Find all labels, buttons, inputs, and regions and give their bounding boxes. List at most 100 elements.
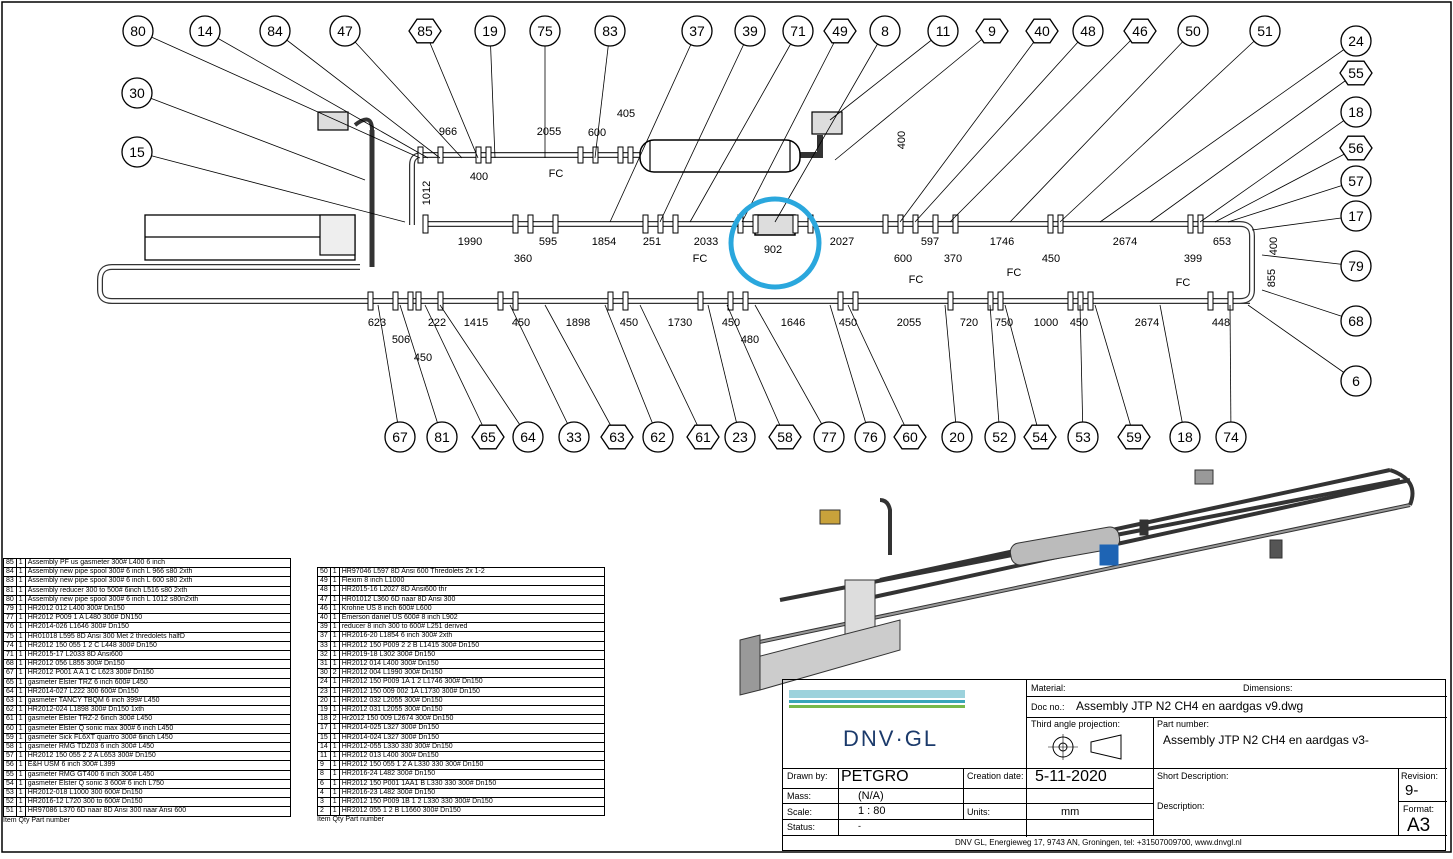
part-number: gasmeter RMG GT400 6 inch 300# L450: [24, 769, 291, 780]
balloon-76: 76: [854, 421, 886, 453]
item-no: 17: [317, 723, 331, 734]
item-no: 32: [317, 649, 331, 661]
part-number: gasmeter TANCY TBQM 6 inch 399# L450: [24, 696, 291, 707]
item-no: 85: [3, 557, 17, 569]
balloon-label: 81: [434, 429, 450, 445]
balloon-15: 15: [121, 136, 153, 168]
item-no: 67: [3, 668, 17, 679]
part-number: HR2015-17 L2033 8D Ansi600: [24, 650, 291, 661]
material-label: Material:: [1031, 683, 1066, 693]
leader-line: [399, 304, 443, 438]
balloon-label: 49: [832, 23, 848, 39]
flange: [792, 214, 799, 234]
part-number: HR2012 150 055 2 2 A L653 300# Dn150: [24, 751, 291, 762]
flange: [672, 214, 679, 234]
dimension-label: 623: [368, 317, 386, 329]
balloon-39: 39: [734, 15, 766, 47]
balloon-label: 71: [790, 23, 806, 39]
item-no: 3: [317, 797, 331, 808]
balloon-14: 14: [189, 15, 221, 47]
dimension-label: 450: [722, 317, 740, 329]
flange: [512, 214, 519, 234]
item-no: 47: [317, 594, 331, 605]
status-label: Status:: [787, 822, 816, 832]
leader-line: [1214, 147, 1357, 223]
flange: [912, 214, 919, 234]
part-number: HR2012 P009 1 A L480 300# DN150: [24, 613, 291, 624]
leader-line: [741, 30, 841, 223]
item-no: 65: [3, 677, 17, 688]
part-number: HR2012 013 L400 300# Dn150: [338, 751, 605, 762]
leader-line: [639, 304, 704, 438]
dimension-label: 1012: [421, 181, 433, 205]
leader-line: [899, 30, 1043, 223]
item-no: 61: [3, 714, 17, 725]
flange: [952, 214, 959, 234]
balloon-23: 23: [724, 421, 756, 453]
item-no: 79: [3, 604, 17, 615]
dimension-label: 480: [741, 334, 759, 346]
flange: [697, 291, 704, 311]
balloon-label: 46: [1132, 23, 1148, 39]
flange: [897, 214, 904, 234]
leader-line: [829, 304, 871, 438]
part-number: HR2016-23 L482 300# Dn150: [338, 787, 605, 799]
qty: 1: [329, 622, 340, 633]
brand-stripes: [789, 690, 965, 712]
leader-line: [1159, 304, 1186, 438]
balloon-label: 61: [695, 429, 711, 445]
item-no: 63: [3, 696, 17, 707]
part-number: HR97086 L370 6D naar 8D Ansi 300 naar An…: [24, 806, 291, 817]
qty: 1: [15, 788, 26, 799]
qty: 1: [15, 613, 26, 624]
format-label: Format:: [1403, 804, 1435, 814]
dimension-label: 2674: [1113, 236, 1137, 248]
leader-line: [377, 304, 401, 438]
leader-line: [834, 30, 993, 161]
qty: 1: [15, 778, 26, 790]
flange: [852, 291, 859, 311]
brand-logo: DNV·GL: [843, 726, 939, 751]
dimension-label: 506: [392, 334, 410, 346]
qty: 1: [15, 742, 26, 753]
part-number: HR2012 014 L400 300# Dn150: [338, 659, 605, 670]
item-no: 74: [3, 640, 17, 652]
item-no: 6: [317, 778, 331, 789]
creation-date-value: 5-11-2020: [1035, 768, 1107, 785]
item-no: 56: [3, 760, 17, 771]
item-no: 55: [3, 769, 17, 780]
balloon-65: 65: [471, 424, 505, 450]
balloon-63: 63: [600, 424, 634, 450]
balloon-label: 48: [1080, 23, 1096, 39]
leader-line: [774, 30, 886, 223]
balloon-label: 55: [1348, 65, 1364, 81]
revision-value: 9-: [1405, 782, 1419, 799]
balloon-53: 53: [1067, 421, 1099, 453]
item-no: 77: [3, 613, 17, 624]
leader-line: [1059, 30, 1266, 223]
units-value: mm: [1061, 806, 1080, 818]
flange: [552, 214, 559, 234]
balloon-label: 33: [566, 429, 582, 445]
qty: 1: [329, 806, 340, 817]
bom-right-footer: Item Qty Part number: [317, 816, 384, 824]
qty: 1: [329, 659, 340, 670]
dimension-label: 2055: [897, 317, 921, 329]
qty: 1: [329, 778, 340, 789]
balloon-label: 17: [1348, 208, 1364, 224]
part-number: HR2012 150 055 1 2 C L448 300# Dn150: [24, 640, 291, 652]
balloon-label: 50: [1185, 23, 1201, 39]
qty: 1: [329, 732, 340, 743]
